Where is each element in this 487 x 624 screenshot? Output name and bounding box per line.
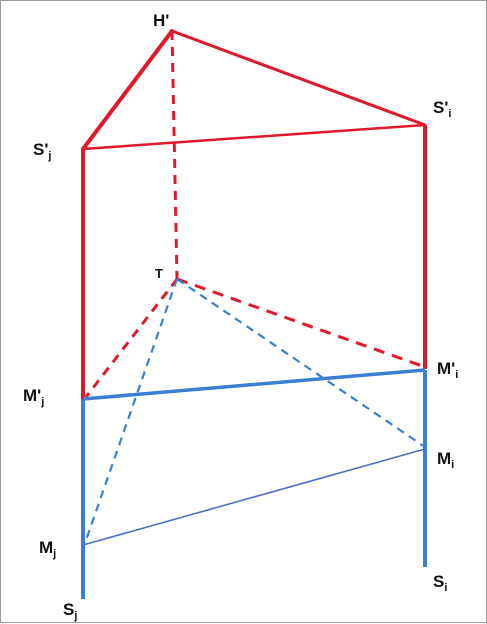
edge-T-Mj-dashed xyxy=(83,278,179,544)
edge-H-T-dashed xyxy=(170,30,179,280)
edge-Sj-Si xyxy=(81,123,427,151)
edge-T-Mi-prime-dashed xyxy=(176,277,426,369)
edge-Mj-prime-Mi-prime xyxy=(82,368,426,401)
label-M-j: Mj xyxy=(39,538,56,560)
red-structure xyxy=(81,29,427,399)
edge-T-Mj-prime-dashed xyxy=(84,278,179,398)
label-S-prime-j: S'j xyxy=(33,140,51,162)
vertex-labels: H' S'j S'i T M'j M'i Mi Mj Si Sj xyxy=(23,11,458,622)
label-H-prime: H' xyxy=(153,11,169,30)
edge-Mj-Mi xyxy=(82,448,426,546)
label-M-i: Mi xyxy=(437,449,454,471)
label-M-prime-j: M'j xyxy=(23,386,44,408)
blue-structure xyxy=(81,278,427,599)
label-M-prime-i: M'i xyxy=(437,359,458,381)
label-S-prime-i: S'i xyxy=(433,98,451,120)
edge-H-Si xyxy=(170,29,427,127)
edge-H-Sj xyxy=(81,29,174,151)
label-S-j: Sj xyxy=(63,600,77,622)
label-T: T xyxy=(155,266,163,281)
edge-T-Mi-dashed xyxy=(176,278,426,448)
label-S-i: Si xyxy=(433,572,447,594)
